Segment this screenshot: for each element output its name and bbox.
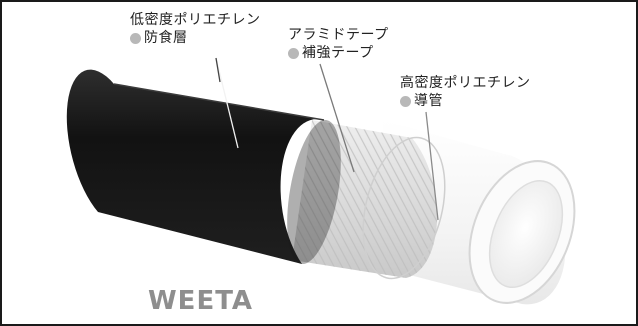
inner-pipe-bore — [488, 179, 564, 289]
tape-layer-name: アラミドテープ — [288, 27, 389, 43]
outer-layer-name: 低密度ポリエチレン — [130, 12, 261, 28]
leader-line-outer — [215, 57, 239, 149]
bullet-icon — [130, 32, 141, 44]
bullet-icon — [400, 95, 411, 107]
leader-line-inner — [425, 111, 439, 221]
tape-layer-role: 補強テープ — [302, 45, 374, 61]
bullet-icon — [288, 47, 299, 59]
leader-line-outer-top — [215, 57, 221, 83]
tape-layer-edge — [362, 136, 446, 280]
inner-pipe-name: 高密度ポリエチレン — [400, 75, 531, 91]
label-outer-layer: 低密度ポリエチレン 防食層 — [130, 11, 261, 47]
outer-layer-cut-end — [287, 119, 341, 265]
inner-pipe-role: 導管 — [414, 93, 443, 109]
outer-layer-body — [66, 69, 324, 264]
outer-layer-role: 防食層 — [144, 30, 188, 46]
leader-line-tape — [319, 63, 355, 173]
brand-logo: WEETA — [148, 286, 254, 316]
label-tape-layer: アラミドテープ 補強テープ — [288, 26, 389, 62]
label-inner-pipe: 高密度ポリエチレン 導管 — [400, 74, 531, 110]
